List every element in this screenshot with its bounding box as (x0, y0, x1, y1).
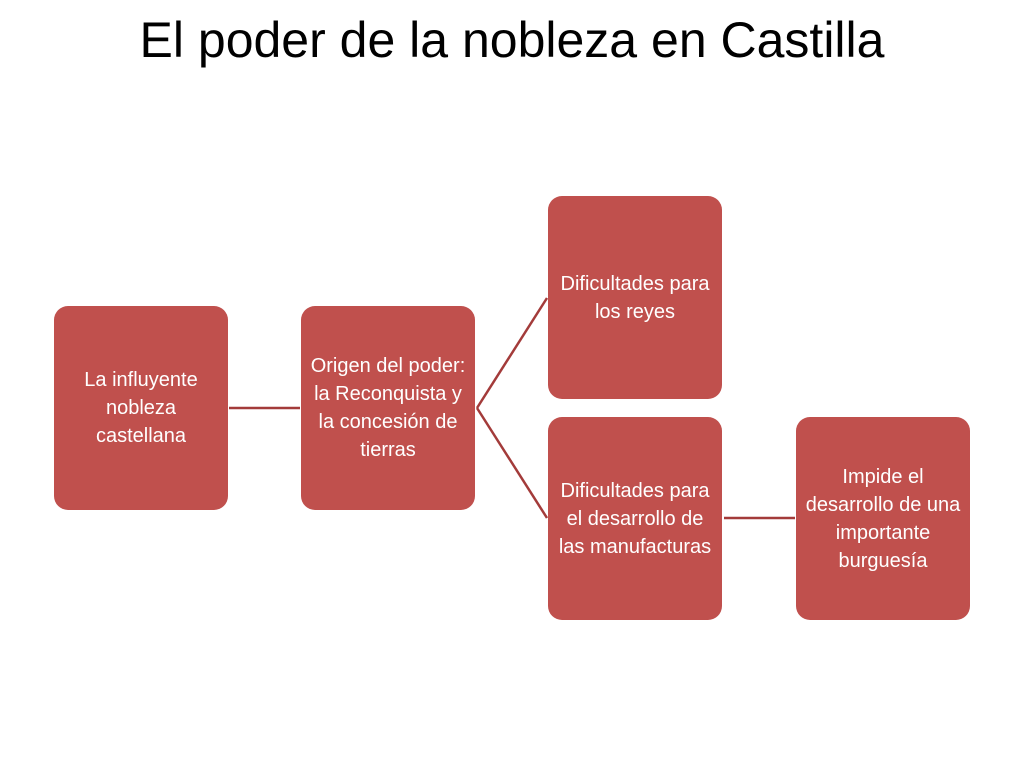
connector-origin-kings (475, 297, 549, 409)
node-origin-label: Origen del poder: la Reconquista y la co… (310, 355, 466, 461)
node-bourgeoisie: Impide el desarrollo de una importante b… (796, 417, 970, 620)
node-nobility: La influyente nobleza castellana (54, 306, 228, 510)
node-difficulties-manufactures: Dificultades para el desarrollo de las m… (548, 417, 722, 620)
node-difficulties-kings: Dificultades para los reyes (548, 196, 722, 399)
node-nobility-label: La influyente nobleza castellana (84, 369, 198, 447)
node-difficulties-manufactures-label: Dificultades para el desarrollo de las m… (558, 479, 712, 558)
page-title: El poder de la nobleza en Castilla (139, 12, 885, 68)
node-bourgeoisie-label: Impide el desarrollo de una importante b… (805, 465, 961, 572)
node-difficulties-kings-label: Dificultades para los reyes (560, 272, 710, 323)
node-origin: Origen del poder: la Reconquista y la co… (301, 306, 475, 510)
connector-origin-manufactures (475, 407, 549, 519)
